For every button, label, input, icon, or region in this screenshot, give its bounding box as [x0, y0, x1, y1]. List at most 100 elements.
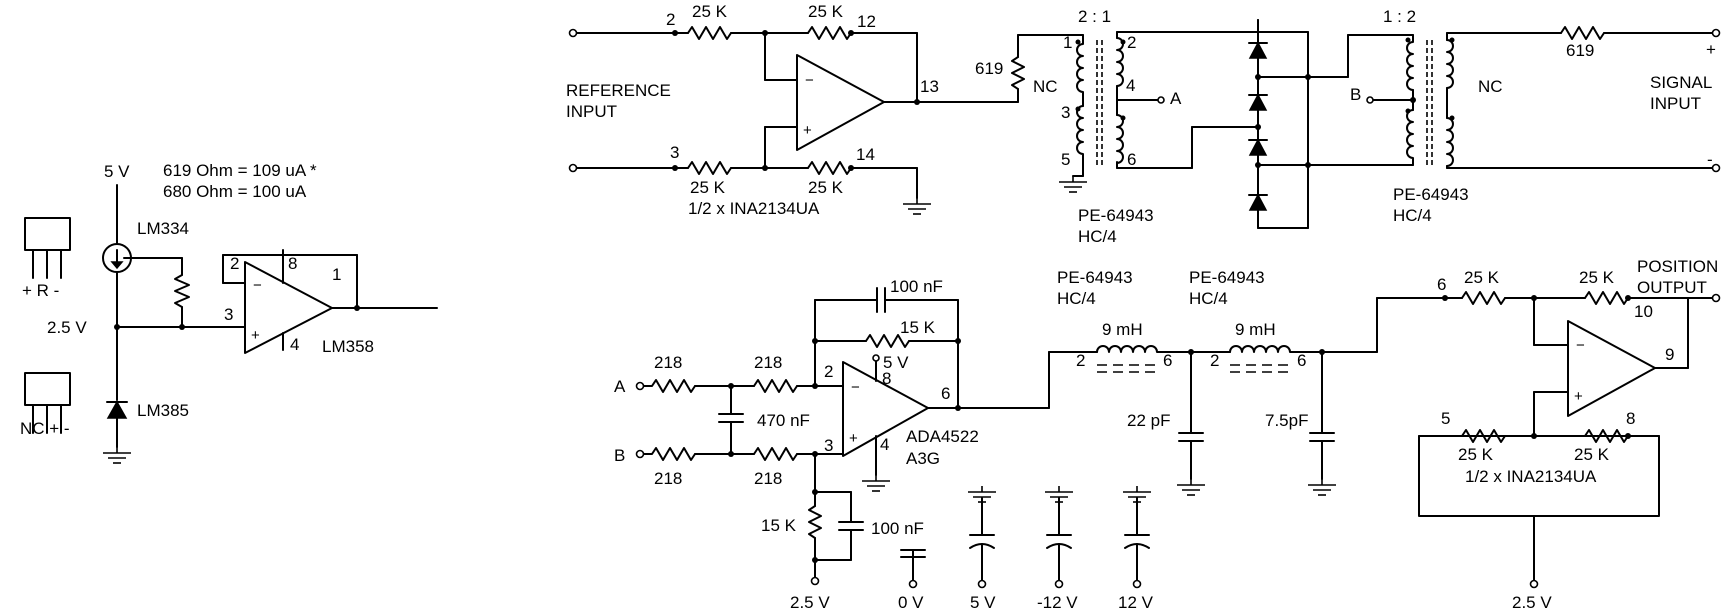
ref-r3-label: 25 K	[690, 178, 726, 197]
ada4522-minus: −	[851, 379, 860, 396]
lm385-label: LM385	[137, 401, 189, 420]
out-pin9: 9	[1665, 345, 1674, 364]
amp-r218-1-resistor	[643, 379, 696, 393]
ada4522-pin3: 3	[824, 436, 833, 455]
ref-pin12: 12	[857, 12, 876, 31]
ada4522-pin8: 8	[882, 369, 891, 388]
out-title-line1: POSITION	[1637, 257, 1718, 276]
signal-input-label-line1: SIGNAL	[1650, 73, 1712, 92]
xfmr1-619-resistor	[1011, 56, 1025, 90]
ground-icon	[1307, 478, 1337, 496]
supply-5v-label: 5 V	[970, 593, 996, 612]
filter-l2-label: 9 mH	[1235, 320, 1276, 339]
amp-c470-label: 470 nF	[757, 411, 810, 430]
out-title-line2: OUTPUT	[1637, 278, 1707, 297]
out-opamp-plus: +	[1574, 388, 1583, 405]
ref-chip-label: 1/2 x INA2134UA	[688, 199, 820, 218]
out-pin8: 8	[1626, 409, 1635, 428]
out-r1-resistor	[1461, 291, 1506, 305]
out-ref-box	[1418, 435, 1660, 517]
filter-l1-pin2: 2	[1076, 351, 1085, 370]
out-pin5: 5	[1441, 409, 1450, 428]
signal-input-plus-terminal	[1711, 28, 1721, 38]
supply-5v-label: 5 V	[104, 162, 130, 181]
ref-input-terminal-top	[568, 28, 578, 38]
decoupling-cap-12v-icon	[1122, 485, 1152, 589]
xfmr1-pin3: 3	[1061, 103, 1070, 122]
xfmr2-619-label: 619	[1566, 41, 1594, 60]
lm385-pinout-label: NC + -	[20, 419, 70, 438]
ref-r2-label: 25 K	[808, 2, 844, 21]
xfmr2-primary-coil	[1406, 34, 1414, 91]
amp-r218-4-label: 218	[754, 469, 782, 488]
out-r1-label: 25 K	[1464, 268, 1500, 287]
signal-minus: -	[1707, 150, 1713, 169]
ref-r4-label: 25 K	[808, 178, 844, 197]
filter-sub1: HC/4	[1057, 289, 1096, 308]
transformer-2: 1 : 2 B NC 619 + - SIGNAL INPUT	[1307, 7, 1721, 225]
filter-l1-pin6: 6	[1163, 351, 1172, 370]
out-r3-label: 25 K	[1458, 445, 1494, 464]
lm385-diode-icon	[106, 400, 128, 419]
ground-icon	[1176, 478, 1206, 496]
amp-2v5-terminal	[810, 576, 820, 586]
lm358-opamp-icon	[244, 261, 333, 354]
ref-r1-resistor	[687, 26, 732, 40]
ref-r4-resistor	[807, 161, 852, 175]
ada4522-plus: +	[849, 430, 858, 447]
transformer-1: 2 : 1 619 NC 1 3 5 2 4 6 A	[975, 7, 1182, 246]
ada4522-vcc-terminal	[872, 354, 880, 362]
supply-0v-label: 0 V	[898, 593, 924, 612]
out-opamp-minus: −	[1576, 337, 1585, 354]
ground-icon	[861, 474, 891, 492]
bridge-diode-3-icon	[1248, 138, 1268, 156]
xfmr1-pin5: 5	[1061, 150, 1070, 169]
supply-neg12v-label: -12 V	[1037, 593, 1078, 612]
lm358-minus-sign: −	[253, 277, 262, 294]
lm358-plus-sign: +	[251, 327, 260, 344]
ref-input-terminal-bottom	[568, 163, 578, 173]
xfmr1-nc: NC	[1033, 77, 1058, 96]
amp-input-b-terminal	[635, 449, 645, 459]
ref-opamp-minus: −	[805, 72, 814, 89]
out-r2-resistor	[1584, 291, 1629, 305]
ref-r3-resistor	[687, 161, 732, 175]
xfmr2-part: PE-64943	[1393, 185, 1469, 204]
out-2v5-label: 2.5 V	[1512, 593, 1552, 612]
ada4522-pin4: 4	[880, 435, 889, 454]
ground-icon	[102, 446, 132, 464]
xfmr1-pin1: 1	[1063, 33, 1072, 52]
xfmr1-node-a: A	[1170, 89, 1182, 108]
xfmr1-pin6: 6	[1127, 150, 1136, 169]
ada4522-vcc-label: 5 V	[883, 353, 909, 372]
lm358-pin4: 4	[290, 335, 299, 354]
amp-input-a-terminal	[635, 381, 645, 391]
filter-part2: PE-64943	[1189, 268, 1265, 287]
note-619-ohm: 619 Ohm = 109 uA *	[163, 161, 317, 180]
xfmr1-sub: HC/4	[1078, 227, 1117, 246]
xfmr2-secondary-coil	[1446, 39, 1454, 89]
xfmr1-ratio: 2 : 1	[1078, 7, 1111, 26]
amp-r218-2-label: 218	[754, 353, 782, 372]
ref-pin14: 14	[856, 145, 875, 164]
xfmr2-sub: HC/4	[1393, 206, 1432, 225]
supply-decoupling: 0 V 5 V -12 V 12 V	[898, 485, 1154, 612]
ground-icon	[902, 197, 932, 215]
ada4522-pin6: 6	[941, 384, 950, 403]
ref-pin13: 13	[920, 77, 939, 96]
out-chip-label: 1/2 x INA2134UA	[1465, 467, 1597, 486]
xfmr2-619-resistor	[1560, 26, 1605, 40]
ref-input-label-line2: INPUT	[566, 102, 617, 121]
node-2v5-label: 2.5 V	[47, 318, 87, 337]
xfmr1-pin2: 2	[1127, 33, 1136, 52]
out-r2-label: 25 K	[1579, 268, 1615, 287]
ref-opamp-plus: +	[803, 122, 812, 139]
ground-icon	[1058, 175, 1088, 193]
xfmr2-nc: NC	[1478, 77, 1503, 96]
xfmr1-secondary-coil	[1116, 37, 1124, 87]
signal-plus: +	[1706, 40, 1716, 59]
out-pin6: 6	[1437, 275, 1446, 294]
lm334-label: LM334	[137, 219, 189, 238]
xfmr1-619-label: 619	[975, 59, 1003, 78]
